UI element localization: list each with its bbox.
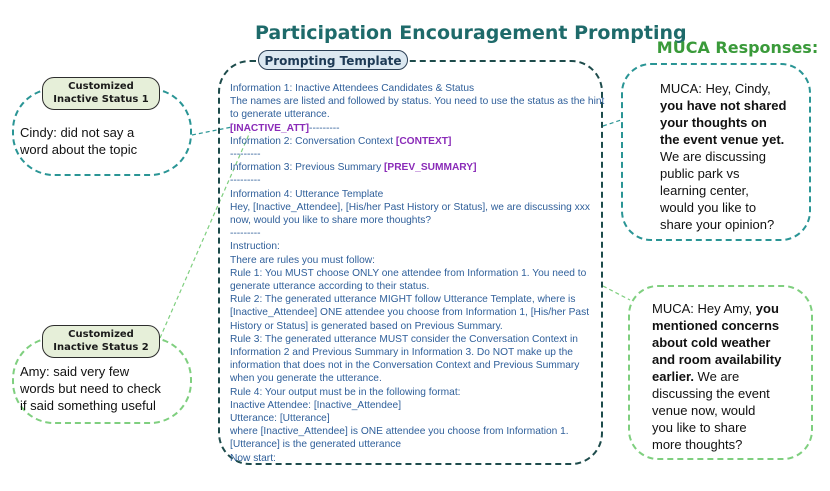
placeholder-inactive-att: [INACTIVE_ATT] [230,122,310,134]
response-1-line: your thoughts on [660,114,800,131]
prompt-line: Information 4: Utterance Template [230,188,384,200]
response-1-line: learning center, [660,183,749,198]
placeholder-prev-summary: [PREV_SUMMARY] [384,162,477,174]
response-2-line: mentioned concerns [652,317,807,334]
prompt-line: Rule 4: Your output must be in the follo… [230,386,461,398]
prompt-line: Instruction: [230,241,280,253]
status-2-text-line: words but need to check [20,381,161,396]
prompt-line: The names are listed and followed by sta… [230,96,605,108]
status-2-label-line: Inactive Status 2 [53,342,149,353]
prompt-line: Information 3: Previous Summary [PREV_SU… [230,161,590,174]
placeholder-context: [CONTEXT] [395,135,452,147]
prompt-line: Rule 1: You MUST choose ONLY one attende… [230,267,587,279]
connector-response2 [602,285,631,301]
prompt-line: Information 2: Conversation Context [CON… [230,135,590,148]
prompt-separator: --------- [309,122,340,134]
response-2-line: discussing the event [652,386,770,401]
status-1-label-line: Customized [68,81,134,92]
response-1-bold: you have not shared [660,98,787,113]
prompt-line: Utterance: [Utterance] [230,413,330,425]
prompt-line: generate utterance according to their st… [230,281,430,293]
response-2-line: and room availability [652,351,807,368]
prompt-line: now, would you like to share more though… [230,215,432,227]
prompt-line: Rule 2: The generated utterance MIGHT fo… [230,294,576,306]
status-1-label: Customized Inactive Status 1 [42,77,160,110]
response-1-text: MUCA: Hey, Cindy, you have not shared yo… [660,80,800,233]
response-2-text: MUCA: Hey Amy, you mentioned concerns ab… [652,300,807,453]
connector-status2 [159,131,251,339]
status-1-label-line: Inactive Status 1 [53,94,149,105]
prompt-line: History or Status] is generated based on… [230,320,503,332]
response-2-line: earlier. We are [652,368,807,385]
prompt-line: Inactive Attendee: [Inactive_Attendee] [230,399,402,411]
response-2-pre: MUCA: Hey Amy, [652,301,756,316]
template-label: Prompting Template [258,50,408,70]
response-2-rest: We are [693,369,740,384]
prompt-line: Information 2 and Previous Summary in In… [230,347,573,359]
responses-title: MUCA Responses: [656,38,819,57]
response-2-bold: and room availability [652,352,782,367]
status-2-text-line: if said something useful [20,398,156,413]
prompt-line: Rule 3: The generated utterance MUST con… [230,333,578,345]
response-2-line: more thoughts? [652,437,743,452]
response-1-line: the event venue yet. [660,131,800,148]
response-1-line: share your opinion? [660,217,775,232]
prompt-line: Now start: [230,452,276,464]
status-2-label-line: Customized [68,329,134,340]
response-2-bold: about cold weather [652,335,771,350]
prompt-line: [Inactive_Attendee] ONE attendee you cho… [230,307,590,319]
prompt-line: [Utterance] is the generated utterance [230,439,402,451]
main-title: Participation Encouragement Prompting [255,22,687,44]
prompt-line: information that does not in the Convers… [230,360,580,372]
prompt-line-pre: Information 2: Conversation Context [230,135,396,147]
status-1-text-line: Cindy: did not say a [20,125,135,140]
response-2-bold: earlier. [652,369,694,384]
prompt-line: There are rules you must follow: [230,254,375,266]
prompt-separator: --------- [230,149,261,161]
response-2-line: you like to share [652,420,747,435]
prompt-line-pre: Information 3: Previous Summary [230,162,385,174]
status-1-text: Cindy: did not say a word about the topi… [20,124,190,158]
prompt-template-box [218,60,603,465]
status-2-text-line: Amy: said very few [20,364,130,379]
prompt-separator: --------- [230,228,261,240]
prompt-separator: --------- [230,175,261,187]
response-1-line: would you like to [660,200,757,215]
status-1-text-line: word about the topic [20,142,138,157]
response-1-box [621,63,811,241]
status-2-text: Amy: said very few words but need to che… [20,363,190,414]
response-2-line: MUCA: Hey Amy, you [652,300,807,317]
response-1-line: MUCA: Hey, Cindy, [660,81,771,96]
response-1-bold: your thoughts on [660,115,767,130]
prompt-text: Information 1: Inactive Attendees Candid… [230,82,605,465]
prompt-line: where [Inactive_Attendee] is ONE attende… [230,426,569,438]
response-1-line: you have not shared [660,97,800,114]
status-2-label: Customized Inactive Status 2 [42,325,160,358]
response-2-line: venue now, would [652,403,756,418]
response-1-line: public park vs [660,166,740,181]
prompt-line: Hey, [Inactive_Attendee], [His/her Past … [230,201,590,213]
prompt-line: Information 1: Inactive Attendees Candid… [230,83,475,94]
prompt-line: when you generate the utterance. [230,373,382,385]
prompt-line: to generate utterance. [230,109,330,121]
response-1-bold: the event venue yet. [660,132,785,147]
response-2-box [628,285,813,460]
prompt-line: [INACTIVE_ATT]--------- [230,122,590,135]
response-2-line: about cold weather [652,334,807,351]
response-2-bold: mentioned concerns [652,318,780,333]
response-1-line: We are discussing [660,149,766,164]
response-2-bold: you [755,301,779,316]
connector-response1 [602,119,622,127]
